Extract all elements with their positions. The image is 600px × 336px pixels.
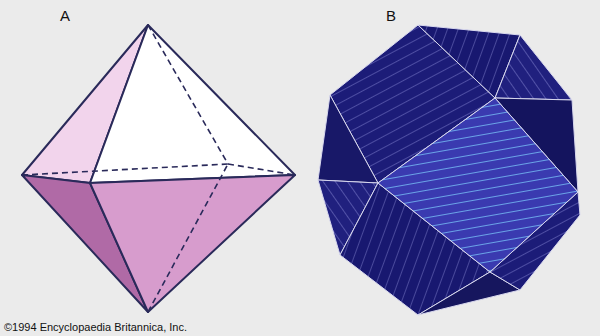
crystal-form <box>318 25 580 315</box>
figure-letter: B <box>386 8 396 23</box>
figure-letter: A <box>60 8 70 23</box>
octahedron <box>22 25 295 312</box>
copyright-note: ©1994 Encyclopaedia Britannica, Inc. <box>4 322 187 333</box>
